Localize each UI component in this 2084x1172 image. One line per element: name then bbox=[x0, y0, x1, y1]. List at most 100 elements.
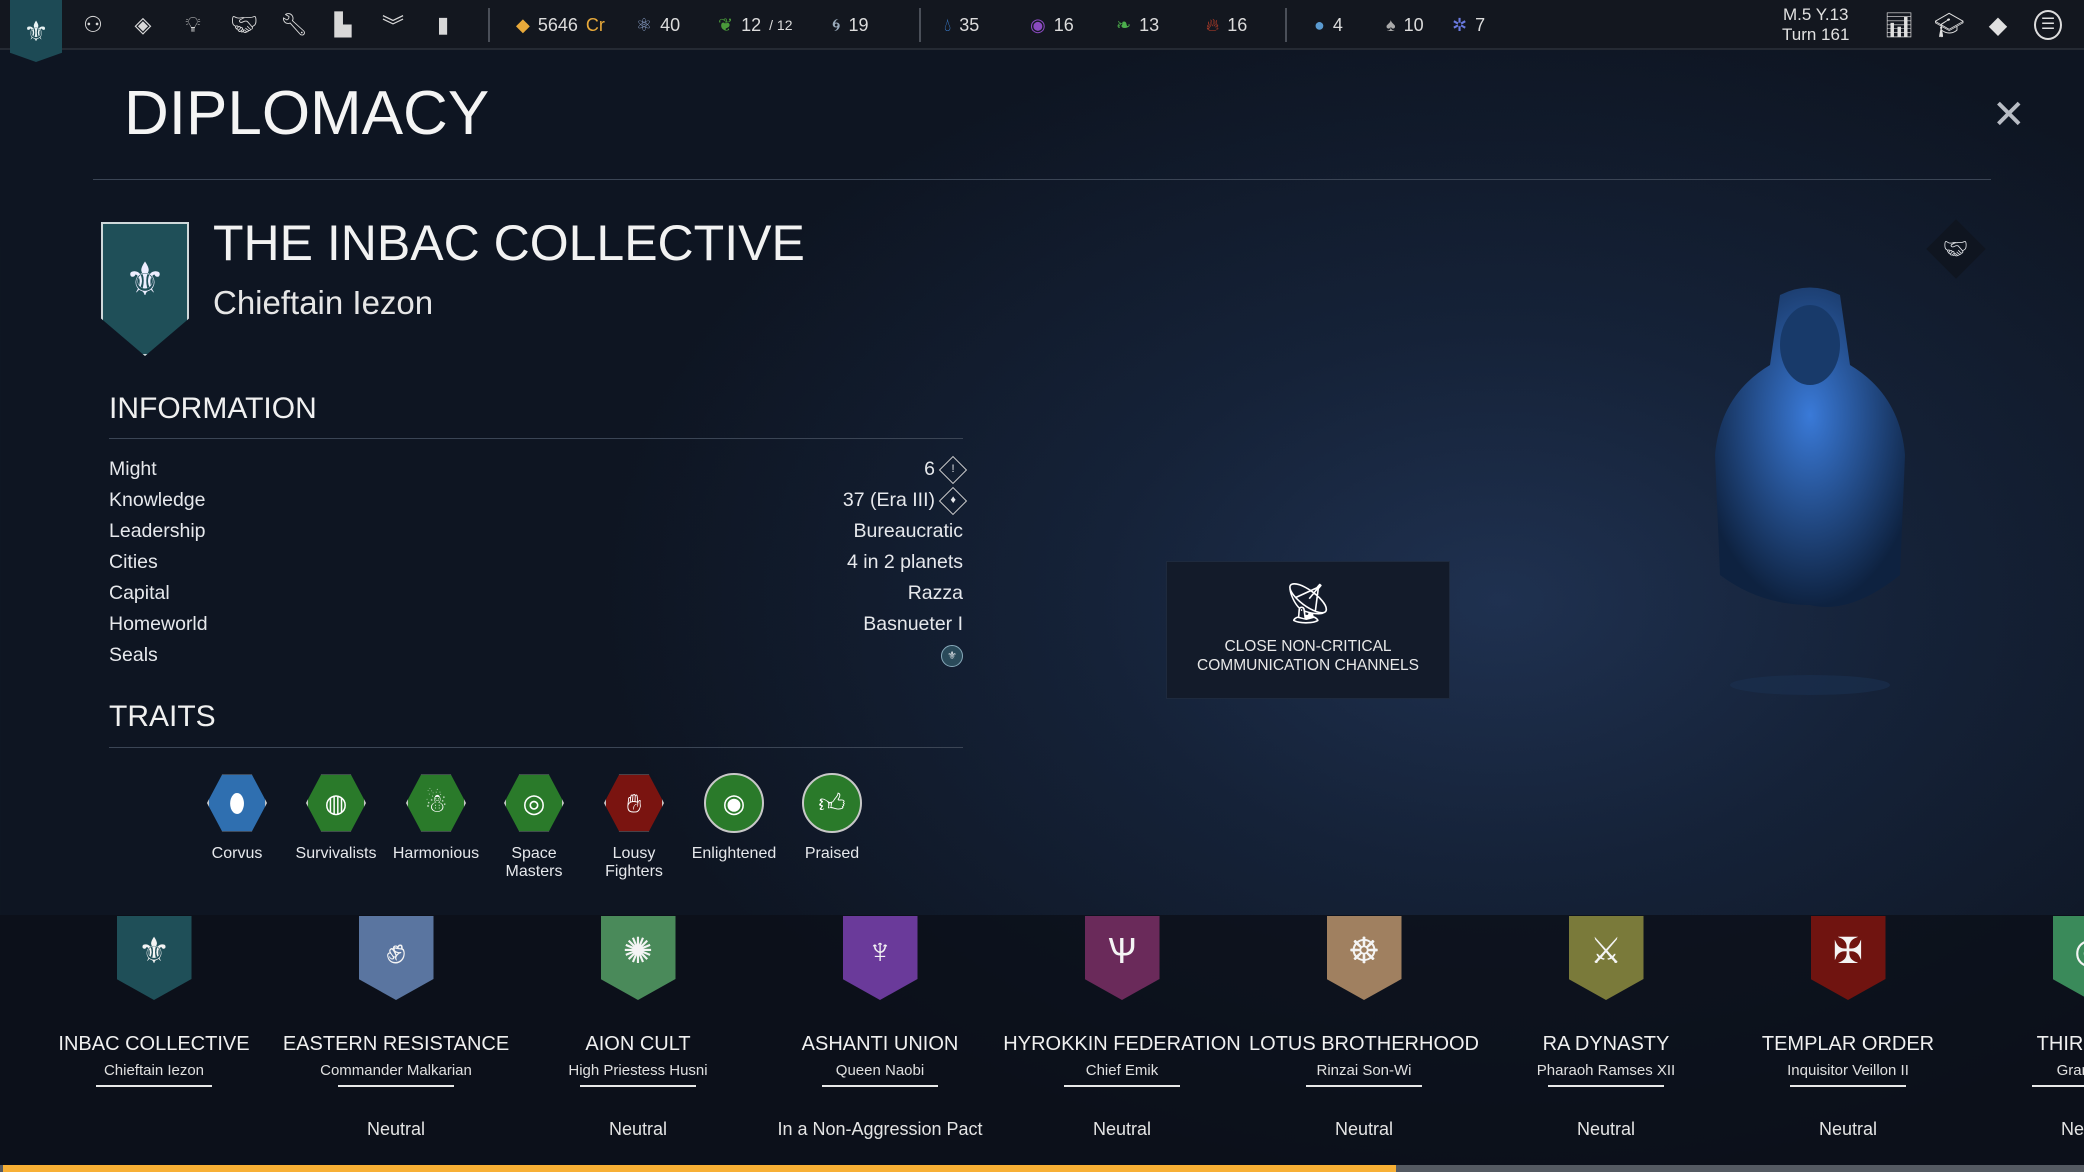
resource-leaf[interactable]: ❧13 bbox=[1116, 0, 1159, 50]
faction-card-name: RA DYNASTY bbox=[1542, 1033, 1670, 1055]
statistics-chart-icon[interactable]: 📊︎ bbox=[1884, 11, 1915, 39]
close-icon[interactable]: ✕ bbox=[1992, 93, 2026, 137]
trait-corvus[interactable]: ⬮Corvus bbox=[182, 773, 292, 863]
seed-value: 10 bbox=[1403, 14, 1424, 35]
faction-card[interactable]: ✊︎ EASTERN RESISTANCE Commander Malkaria… bbox=[276, 916, 516, 1140]
horizontal-scrollbar[interactable] bbox=[0, 1165, 2084, 1172]
resource-seed[interactable]: ♠ 10 bbox=[1386, 0, 1424, 50]
seal-icon[interactable]: ⚜ bbox=[941, 644, 963, 667]
trait-lousy-fighters[interactable]: ✋︎Lousy Fighters bbox=[579, 773, 689, 881]
menu-icon[interactable]: ☰ bbox=[2034, 10, 2062, 40]
resource-laurel[interactable]: ❦12/ 12 bbox=[718, 0, 792, 50]
population-icon[interactable]: ⚇ bbox=[83, 12, 103, 37]
faction-card[interactable]: ⚜ INBAC COLLECTIVE Chieftain Iezon bbox=[34, 916, 274, 1119]
info-value: 4 in 2 planets bbox=[846, 551, 963, 573]
faction-card[interactable]: ♆ ASHANTI UNION Queen Naobi In a Non-Agg… bbox=[760, 916, 1000, 1140]
info-row-seals: Seals ⚜ bbox=[109, 640, 963, 671]
orb-icon: ● bbox=[1314, 14, 1325, 35]
faction-card-name: THIRD EYE bbox=[2036, 1033, 2084, 1055]
faction-card[interactable]: ⚔ RA DYNASTY Pharaoh Ramses XII Neutral bbox=[1486, 916, 1726, 1140]
faction-banner-icon: Ѱ bbox=[1084, 916, 1160, 1000]
cities-icon[interactable]: ▙ bbox=[334, 12, 352, 37]
leaf-value: 13 bbox=[1139, 14, 1160, 35]
laurel-value: 12 bbox=[741, 14, 762, 35]
action-label: CLOSE NON-CRITICAL COMMUNICATION CHANNEL… bbox=[1197, 638, 1419, 674]
quests-icon[interactable]: ▮ bbox=[436, 12, 450, 37]
flame-value: 16 bbox=[1227, 14, 1248, 35]
resource-galaxy[interactable]: 🌀︎19 bbox=[832, 0, 869, 50]
resource-crystal[interactable]: ✲7 bbox=[1452, 0, 1485, 50]
faction-card-underline bbox=[2032, 1085, 2084, 1087]
divider bbox=[1285, 8, 1287, 42]
faction-card-underline bbox=[1790, 1085, 1906, 1087]
diplomacy-diamond-icon[interactable]: ◈ bbox=[134, 12, 152, 37]
trait-praised[interactable]: 👍︎ Praised bbox=[777, 773, 887, 863]
faction-card-status: Neutral bbox=[1334, 1119, 1394, 1139]
faction-card-name: HYROKKIN FEDERATION bbox=[1003, 1033, 1241, 1055]
faction-card-underline bbox=[1064, 1085, 1180, 1087]
eye-icon: ◉ bbox=[1030, 14, 1046, 35]
trait-harmonious[interactable]: ☃Harmonious bbox=[381, 773, 491, 863]
trait-enlightened[interactable]: ◉Enlightened bbox=[679, 773, 789, 863]
academy-cap-icon[interactable]: 🎓︎ bbox=[1934, 11, 1965, 39]
faction-name: THE INBAC COLLECTIVE bbox=[213, 215, 805, 271]
faction-banner-icon: ☸ bbox=[1326, 916, 1402, 1000]
water-drop-icon: 💧︎ bbox=[944, 14, 952, 35]
divider bbox=[919, 8, 921, 42]
close-communication-channels-button[interactable]: 📡︎ CLOSE NON-CRITICAL COMMUNICATION CHAN… bbox=[1166, 561, 1450, 699]
faction-card-name: TEMPLAR ORDER bbox=[1761, 1033, 1935, 1055]
handshake-icon[interactable]: 🤝︎ bbox=[230, 12, 258, 37]
orb-value: 4 bbox=[1332, 14, 1343, 35]
influence-diamond-icon: ◆ bbox=[516, 14, 530, 35]
seed-icon: ♠ bbox=[1386, 14, 1396, 35]
faction-card-status: Neutral bbox=[366, 1119, 426, 1139]
resource-science[interactable]: ⚛40 bbox=[636, 0, 680, 50]
info-label: Seals bbox=[109, 644, 158, 666]
faction-card-underline bbox=[822, 1085, 938, 1087]
resource-flame[interactable]: 🔥︎16 bbox=[1206, 0, 1247, 50]
resource-water[interactable]: 💧︎ 35 bbox=[944, 0, 979, 50]
encyclopedia-book-icon[interactable]: ◆ bbox=[1988, 11, 2008, 39]
faction-card[interactable]: ✠ TEMPLAR ORDER Inquisitor Veillon II Ne… bbox=[1728, 916, 1968, 1140]
faction-card[interactable]: ✺ AION CULT High Priestess Husni Neutral bbox=[518, 916, 758, 1140]
right-icons: 📊︎ 🎓︎ ◆ ☰ bbox=[1884, 0, 2062, 50]
water-value: 35 bbox=[959, 14, 980, 35]
faction-card[interactable]: ☸ LOTUS BROTHERHOOD Rinzai Son-Wi Neutra… bbox=[1244, 916, 1484, 1140]
info-value: 6 bbox=[924, 458, 935, 480]
thumbs-up-icon: 👍︎ bbox=[802, 773, 862, 833]
resource-eye[interactable]: ◉16 bbox=[1030, 0, 1074, 50]
trade-handshake-button[interactable]: 🤝︎ bbox=[1926, 219, 1986, 279]
faction-card[interactable]: Ѱ HYROKKIN FEDERATION Chief Emik Neutral bbox=[1002, 916, 1242, 1140]
traits-heading: TRAITS bbox=[109, 700, 216, 733]
info-value: 37 (Era III) bbox=[842, 489, 935, 511]
faction-card-name: AION CULT bbox=[585, 1033, 691, 1055]
empire-emblem-button[interactable]: ⚜ bbox=[10, 0, 62, 62]
trait-label: Praised bbox=[804, 845, 860, 862]
research-icon[interactable]: 💡︎ bbox=[185, 12, 201, 37]
faction-card-leader: Rinzai Son-Wi bbox=[1316, 1062, 1412, 1079]
faction-list bbox=[0, 915, 2084, 1165]
military-icon[interactable]: ︾ bbox=[381, 14, 404, 39]
faction-banner-icon: ♆ bbox=[842, 916, 918, 1000]
resource-orb[interactable]: ●4 bbox=[1314, 0, 1343, 50]
faction-card-leader: Pharaoh Ramses XII bbox=[1536, 1062, 1676, 1079]
faction-card[interactable]: ◎ THIRD EYE Grand Ma Neutral bbox=[1970, 916, 2084, 1140]
trait-survivalists[interactable]: ◍Survivalists bbox=[281, 773, 391, 863]
knowledge-icon: ♦ bbox=[938, 486, 968, 515]
info-value: Bureaucratic bbox=[853, 520, 963, 542]
leader-portrait bbox=[1715, 287, 1905, 695]
trait-space-masters[interactable]: ◎Space Masters bbox=[479, 773, 589, 881]
science-value: 40 bbox=[660, 14, 681, 35]
industry-icon[interactable]: 🔧︎ bbox=[280, 12, 308, 37]
crystal-icon: ✲ bbox=[1452, 14, 1468, 35]
scrollbar-thumb[interactable] bbox=[3, 1165, 1397, 1172]
faction-card-leader: High Priestess Husni bbox=[568, 1062, 708, 1079]
handshake-icon: 🤝︎ bbox=[1943, 238, 1969, 261]
turn-label: Turn 161 bbox=[1782, 25, 1850, 44]
